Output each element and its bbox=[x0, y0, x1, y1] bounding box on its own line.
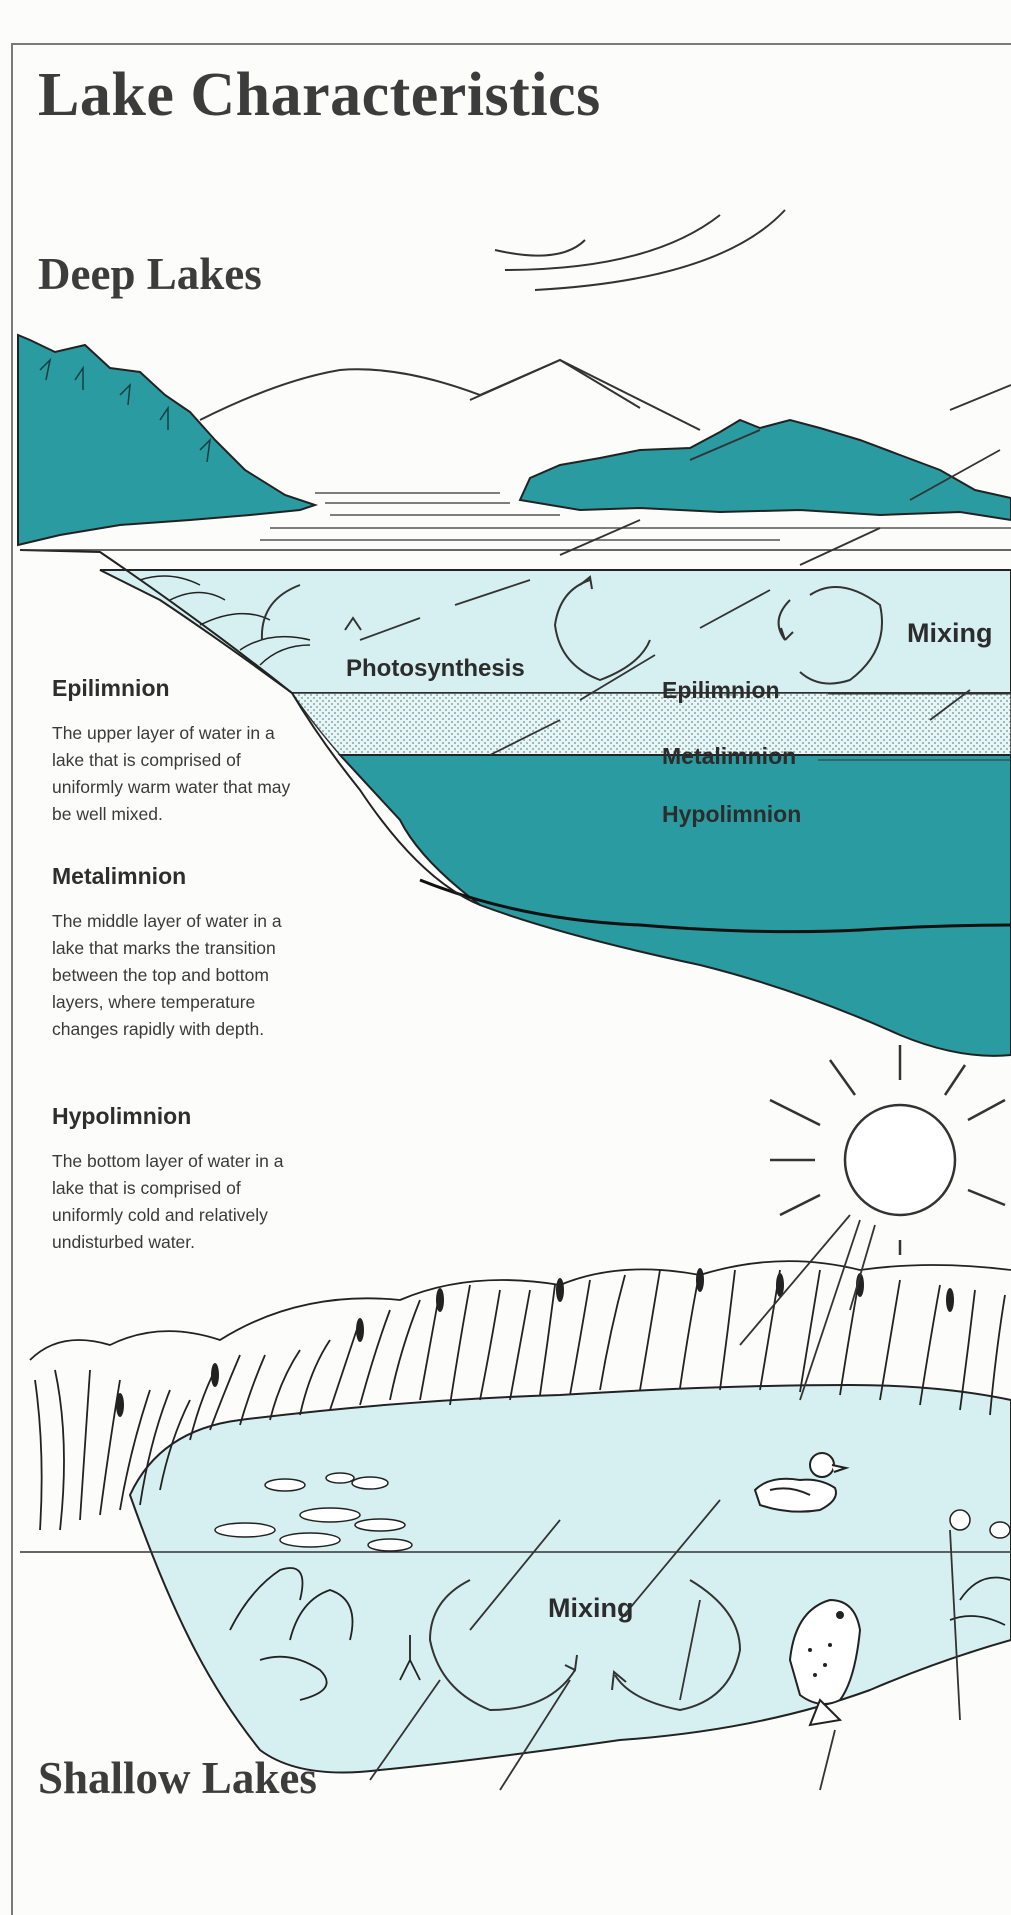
definition-text: The bottom layer of water in a lake that… bbox=[52, 1148, 304, 1256]
wind-lines bbox=[495, 210, 785, 290]
mixing-label-deep: Mixing bbox=[907, 618, 993, 648]
definition-text: The upper layer of water in a lake that … bbox=[52, 720, 304, 828]
shallow-lakes-heading: Shallow Lakes bbox=[38, 1752, 317, 1804]
metalimnion-label: Metalimnion bbox=[662, 743, 796, 769]
sun-icon bbox=[770, 1045, 1005, 1255]
definition-term: Epilimnion bbox=[52, 675, 304, 702]
definition-epilimnion: Epilimnion The upper layer of water in a… bbox=[52, 675, 304, 828]
shallow-lake-water bbox=[130, 1385, 1011, 1773]
definition-text: The middle layer of water in a lake that… bbox=[52, 908, 304, 1043]
right-forest bbox=[520, 420, 1011, 520]
metalimnion-layer bbox=[292, 693, 1011, 755]
mountains bbox=[200, 360, 700, 430]
definition-metalimnion: Metalimnion The middle layer of water in… bbox=[52, 863, 304, 1043]
mixing-label-shallow: Mixing bbox=[548, 1593, 634, 1623]
definition-term: Hypolimnion bbox=[52, 1103, 304, 1130]
definition-hypolimnion: Hypolimnion The bottom layer of water in… bbox=[52, 1103, 304, 1256]
epilimnion-label: Epilimnion bbox=[662, 677, 780, 703]
left-forest bbox=[18, 335, 315, 545]
hypolimnion-label: Hypolimnion bbox=[662, 801, 801, 827]
definition-term: Metalimnion bbox=[52, 863, 304, 890]
photosynthesis-label: Photosynthesis bbox=[346, 655, 525, 682]
